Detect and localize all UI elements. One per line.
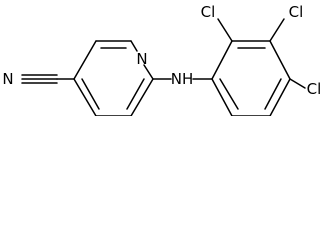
cl-meta-bond (289, 78, 306, 89)
chlorine-ortho-label: Cl (201, 3, 216, 21)
cl-ortho-bond (217, 18, 233, 42)
nitrile-nitrogen-label: N (2, 70, 13, 88)
amine-label: NH (171, 70, 194, 88)
chlorine-meta-label: Cl (307, 80, 322, 98)
pyridine-nitrogen-label: N (136, 50, 147, 68)
nitrile-bond (21, 74, 58, 84)
chlorine-para-label: Cl (289, 3, 304, 21)
trichlorophenyl-ring (211, 40, 291, 116)
cl-para-bond (269, 18, 285, 42)
chemical-structure: N N NH Cl Cl Cl (2, 3, 322, 116)
pyridine-ring (73, 40, 154, 116)
